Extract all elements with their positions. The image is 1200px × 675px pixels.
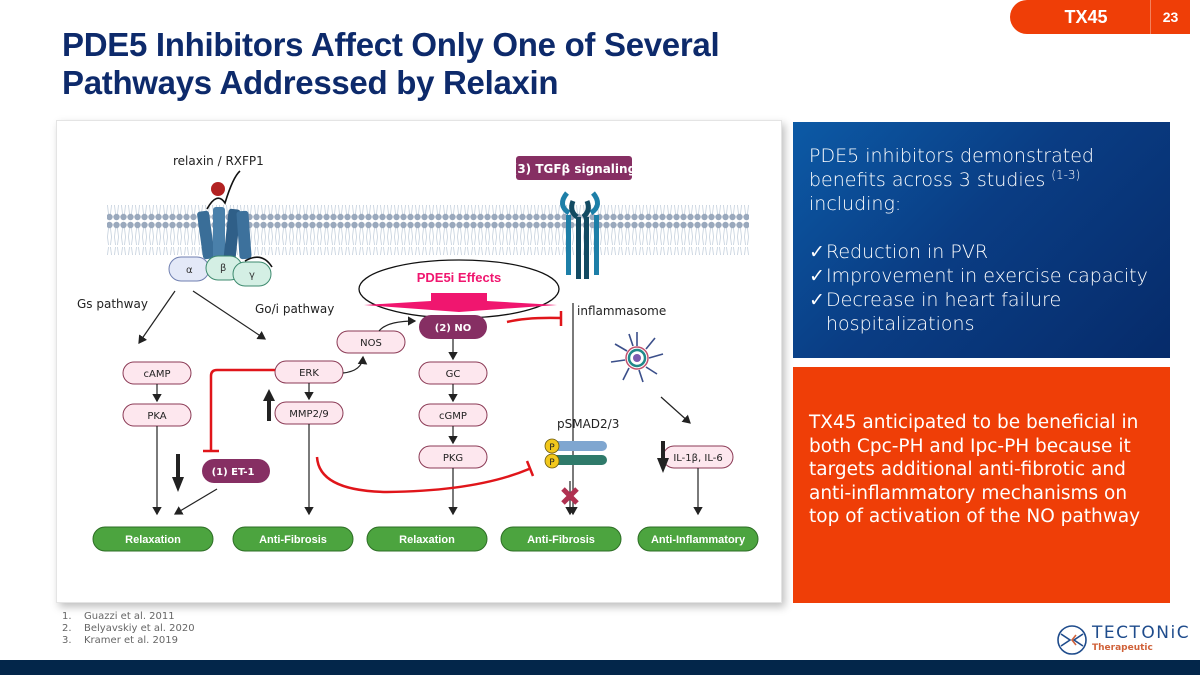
node-cgmp-label: cGMP bbox=[439, 411, 467, 422]
check-icon: ✓ bbox=[809, 289, 825, 311]
pathway-diagram: relaxin / RXFP1 α β γ Gs pathway Go/i pa… bbox=[56, 120, 782, 603]
outcome-relaxation-2 bbox=[366, 526, 488, 552]
node-nos bbox=[336, 330, 406, 354]
up-arrow-mmp-icon bbox=[263, 389, 275, 421]
benefits-intro-2: benefits across 3 studies (1-3) bbox=[809, 168, 1154, 192]
check-icon: ✓ bbox=[809, 241, 825, 263]
slide-tag: TX45 23 bbox=[1010, 0, 1190, 34]
outcome-anti-inflammatory bbox=[637, 526, 759, 552]
tgf-beta-label: (3) TGFβ signaling bbox=[512, 162, 636, 176]
outcome-anti-fibrosis-2 bbox=[500, 526, 622, 552]
company-logo: TECTONiC Therapeutic bbox=[1056, 622, 1189, 658]
alpha-subunit-label: α bbox=[186, 265, 193, 276]
phospho-p2: P bbox=[549, 458, 555, 468]
node-no-label: (2) NO bbox=[435, 323, 471, 334]
benefit-item: ✓Decrease in heart failure hospitalizati… bbox=[809, 288, 1154, 336]
tgf-beta-receptor-icon bbox=[560, 191, 600, 279]
benefit-item: ✓Reduction in PVR bbox=[809, 240, 1154, 264]
logo-sub: Therapeutic bbox=[1092, 643, 1153, 653]
rxfp1-receptor-icon bbox=[197, 170, 273, 268]
goi-pathway-label: Go/i pathway bbox=[255, 302, 334, 316]
node-pka-label: PKA bbox=[147, 411, 166, 422]
product-code: TX45 bbox=[1064, 6, 1108, 27]
reference-number: 3. bbox=[62, 635, 72, 646]
beta-subunit-label: β bbox=[220, 263, 226, 274]
psmad-icon bbox=[544, 438, 607, 469]
phospho-p1: P bbox=[549, 443, 555, 453]
node-camp-label: cAMP bbox=[144, 369, 171, 380]
node-mmp-label: MMP2/9 bbox=[289, 409, 328, 420]
page-number: 23 bbox=[1162, 9, 1179, 25]
tx45-rationale-panel: TX45 anticipated to be beneficial in bot… bbox=[793, 367, 1170, 603]
node-et1 bbox=[202, 459, 270, 483]
outcome-anti-fibrosis-2-label: Anti-Fibrosis bbox=[527, 534, 595, 546]
node-gc-label: GC bbox=[446, 369, 461, 380]
page-title: PDE5 Inhibitors Affect Only One of Sever… bbox=[62, 26, 720, 101]
node-nos-label: NOS bbox=[360, 338, 382, 349]
psmad-label: pSMAD2/3 bbox=[557, 417, 619, 431]
benefit-item: ✓Improvement in exercise capacity bbox=[809, 264, 1154, 288]
g-protein-complex bbox=[168, 255, 272, 287]
reference-text: Guazzi et al. 2011 bbox=[84, 611, 175, 622]
footer-bar bbox=[0, 660, 1200, 675]
references: 1. Guazzi et al. 2011 2. Belyavskiy et al.… bbox=[62, 611, 195, 647]
receptor-label: relaxin / RXFP1 bbox=[173, 154, 264, 168]
reference-number: 1. bbox=[62, 611, 72, 622]
outcome-anti-fibrosis-1 bbox=[232, 526, 354, 552]
node-pkg-label: PKG bbox=[443, 453, 463, 464]
gamma-subunit-label: γ bbox=[249, 270, 255, 281]
outcome-relaxation-1 bbox=[92, 526, 214, 552]
node-erk-label: ERK bbox=[299, 368, 319, 379]
down-arrow-et1-icon bbox=[172, 454, 184, 492]
pde5-benefits-panel: PDE5 inhibitors demonstrated benefits ac… bbox=[793, 122, 1170, 358]
tectonic-logo-icon bbox=[1057, 625, 1087, 655]
pde5i-effects-label: PDE5i Effects bbox=[417, 270, 502, 285]
down-arrow-il-icon bbox=[657, 441, 669, 473]
reference-text: Kramer et al. 2019 bbox=[84, 635, 178, 646]
reference-number: 2. bbox=[62, 623, 72, 634]
node-il-label: IL-1β, IL-6 bbox=[673, 453, 722, 464]
tx45-rationale-text: TX45 anticipated to be beneficial in bot… bbox=[809, 412, 1141, 527]
benefit-text: Improvement in exercise capacity bbox=[826, 265, 1148, 287]
node-et1-label: (1) ET-1 bbox=[212, 467, 255, 478]
logo-brand: TECTONiC bbox=[1092, 623, 1191, 643]
pathway-diagram-svg: relaxin / RXFP1 α β γ Gs pathway Go/i pa… bbox=[77, 154, 759, 552]
reference-item: 1. Guazzi et al. 2011 bbox=[62, 611, 195, 623]
benefits-intro-1: PDE5 inhibitors demonstrated bbox=[809, 145, 1094, 167]
node-no bbox=[419, 315, 487, 339]
pde5i-arrow bbox=[364, 293, 557, 312]
benefits-intro-3: including: bbox=[809, 193, 902, 215]
reference-item: 2. Belyavskiy et al. 2020 bbox=[62, 623, 195, 635]
tgf-beta-badge bbox=[516, 156, 632, 180]
outcome-relaxation-1-label: Relaxation bbox=[125, 534, 181, 546]
check-icon: ✓ bbox=[809, 265, 825, 287]
benefits-intro-2-text: benefits across 3 studies bbox=[809, 169, 1052, 191]
tag-divider bbox=[1150, 0, 1151, 34]
outcome-relaxation-2-label: Relaxation bbox=[399, 534, 455, 546]
blocked-x-icon bbox=[561, 487, 579, 505]
benefit-text: Decrease in heart failure hospitalizatio… bbox=[826, 289, 1062, 335]
inflammasome-label: inflammasome bbox=[577, 304, 666, 318]
outcome-anti-inflammatory-label: Anti-Inflammatory bbox=[651, 534, 746, 546]
reference-text: Belyavskiy et al. 2020 bbox=[84, 623, 195, 634]
citation-sup: (1-3) bbox=[1051, 168, 1081, 182]
outcome-anti-fibrosis-1-label: Anti-Fibrosis bbox=[259, 534, 327, 546]
benefits-list: ✓Reduction in PVR ✓Improvement in exerci… bbox=[809, 240, 1154, 336]
reference-item: 3. Kramer et al. 2019 bbox=[62, 635, 195, 647]
gs-pathway-label: Gs pathway bbox=[77, 297, 148, 311]
benefit-text: Reduction in PVR bbox=[826, 241, 989, 263]
inflammasome-icon bbox=[610, 332, 664, 383]
